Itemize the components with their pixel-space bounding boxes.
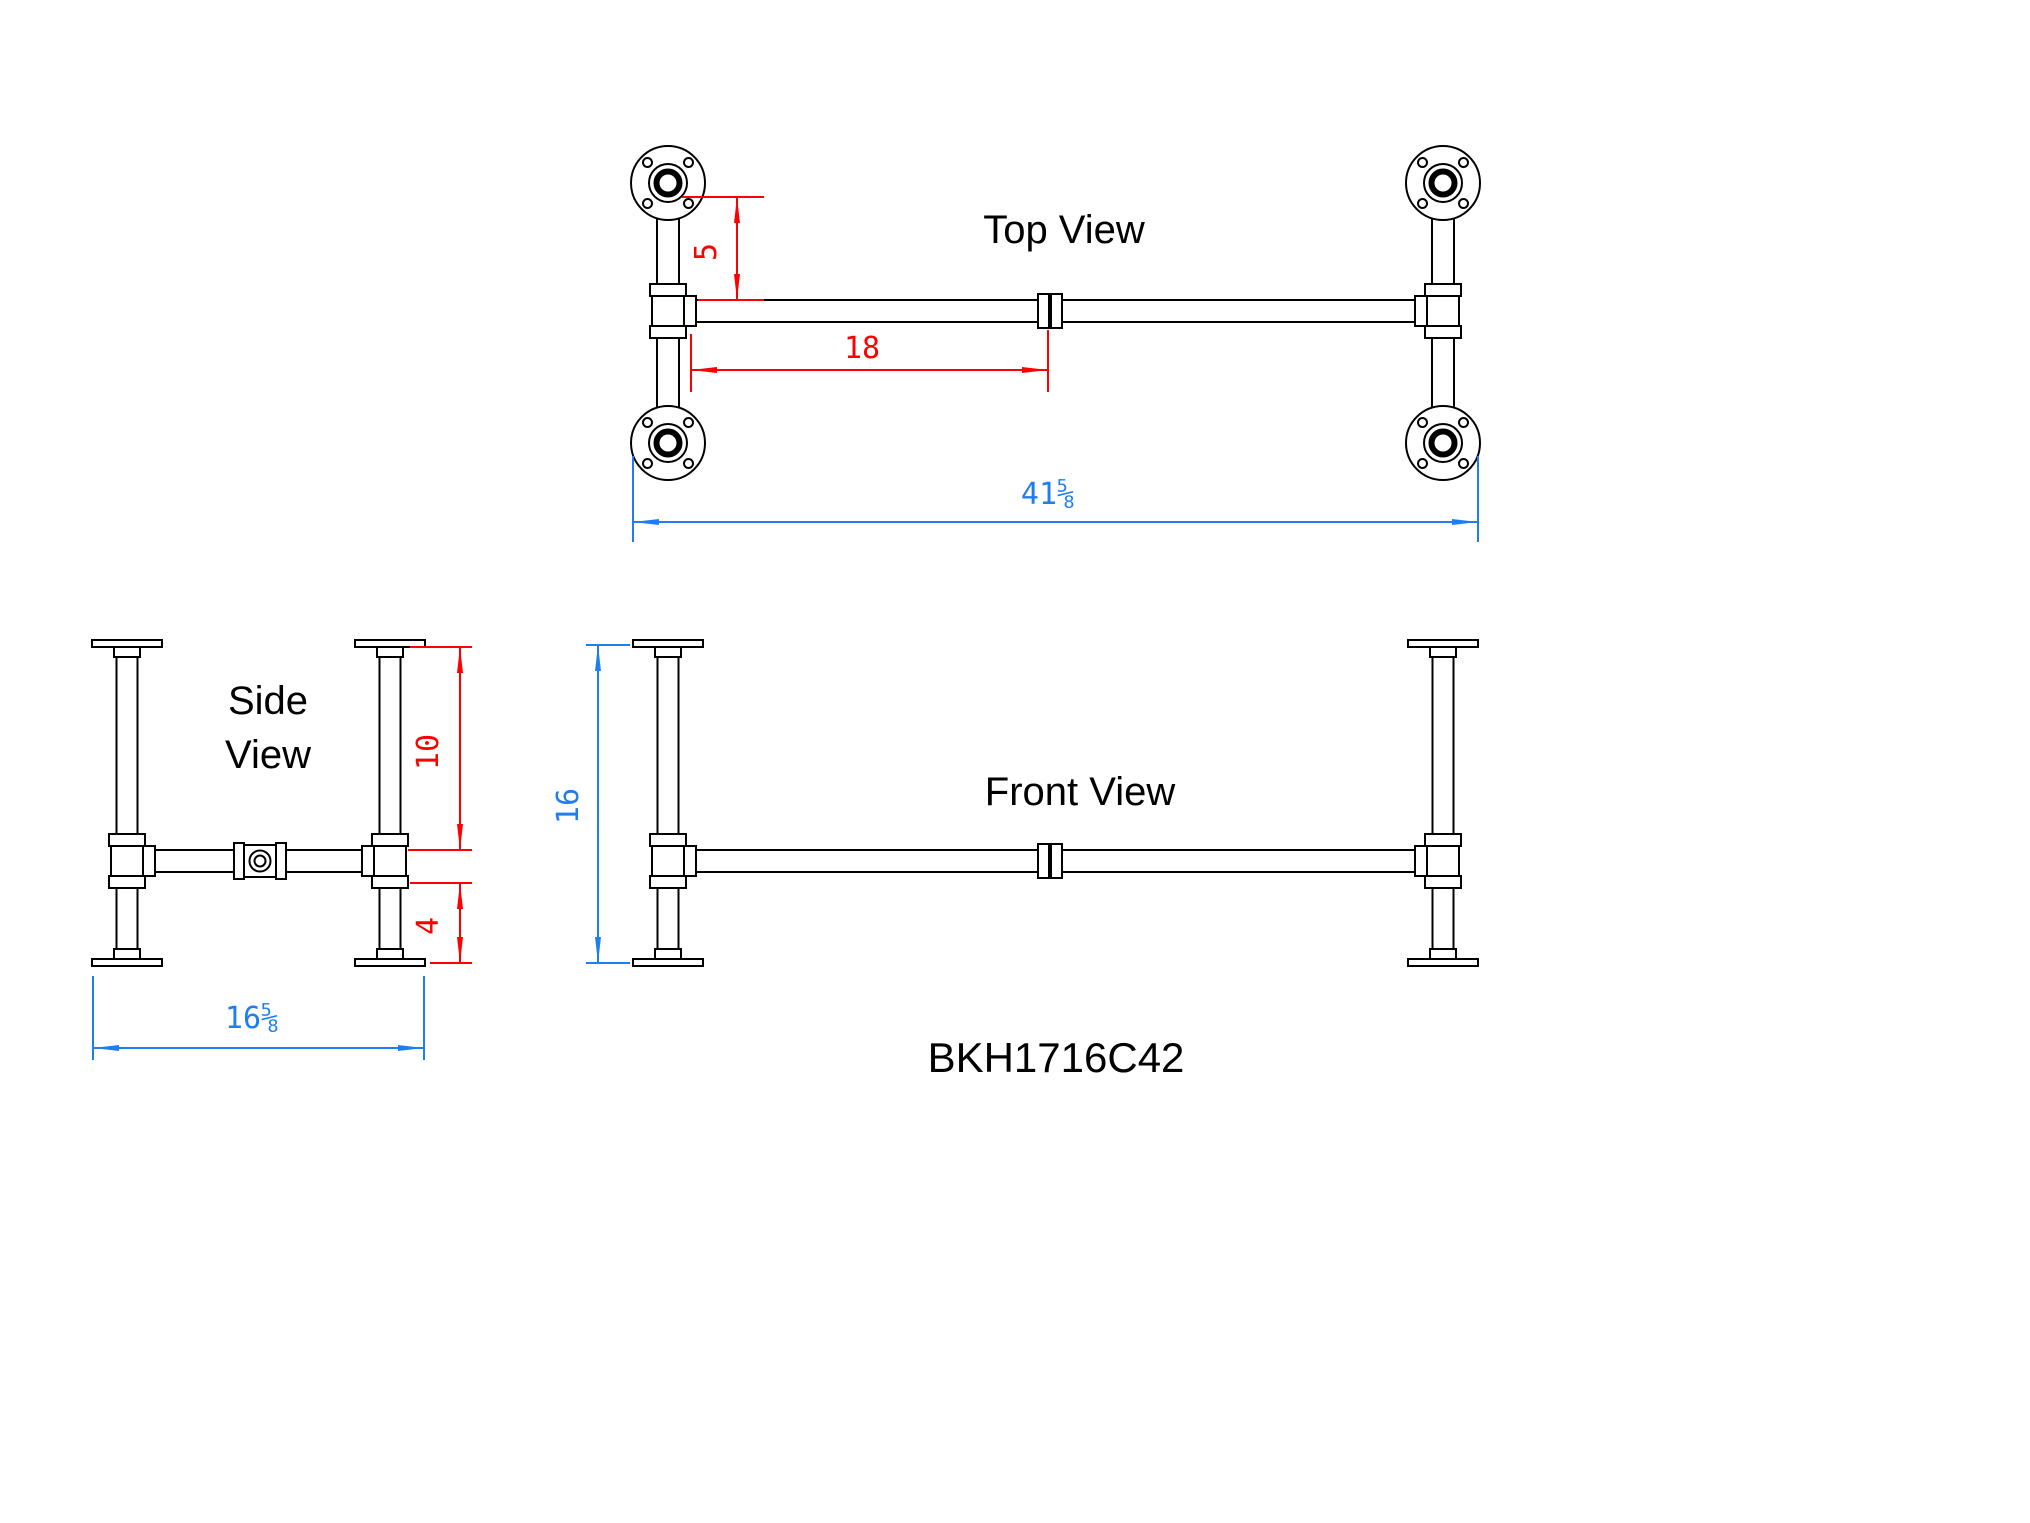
tee-fitting-left [649, 833, 697, 889]
dimension-side-crossbar-to-floor: 4 [410, 882, 472, 964]
top-view: Top View 5 18 41⅝ [631, 146, 1480, 542]
tee-fitting-right [1414, 833, 1462, 889]
side-view-label-line1: Side [228, 679, 308, 723]
center-outlet-fitting [233, 842, 287, 880]
floor-flange-bottom-left [631, 406, 705, 480]
top-view-leg-pipe-left-upper [656, 214, 680, 284]
front-view: Front View 16 [551, 639, 1479, 967]
side-view-leg-left [91, 639, 163, 967]
tee-fitting-right [361, 833, 409, 889]
side-view: Side View 10 4 16⅝ [91, 639, 472, 1060]
top-view-leg-pipe-left-lower [656, 338, 680, 410]
product-code: BKH1716C42 [928, 1034, 1185, 1081]
top-view-leg-pipe-right-lower [1431, 338, 1455, 410]
dimension-value: 16 [551, 788, 586, 824]
front-view-leg-right [1407, 639, 1479, 967]
floor-flange-bottom-right [1406, 406, 1480, 480]
floor-flange-top-right [1406, 146, 1480, 220]
floor-flange-top-left [631, 146, 705, 220]
pipe-coupling-center [1037, 843, 1063, 879]
front-view-label: Front View [985, 770, 1176, 814]
dimension-top-leg-to-center: 18 [690, 330, 1049, 392]
dimension-value: 10 [411, 734, 446, 770]
top-view-label: Top View [983, 208, 1145, 252]
dimension-front-overall-height: 16 [551, 644, 630, 964]
top-view-leg-pipe-right-upper [1431, 214, 1455, 284]
dimension-top-flange-offset: 5 [682, 196, 764, 301]
side-view-label-line2: View [225, 733, 311, 777]
tee-fitting-left [649, 283, 697, 339]
dimension-value: 18 [844, 331, 880, 366]
dimension-top-overall-width: 41⅝ [632, 456, 1479, 542]
front-view-leg-left [632, 639, 704, 967]
pipe-coupling-center [1037, 293, 1063, 329]
dimension-value: 41⅝ [1021, 477, 1075, 512]
tee-fitting-left [108, 833, 156, 889]
dimension-value: 5 [689, 243, 724, 261]
tee-fitting-right [1414, 283, 1462, 339]
dimension-side-top-to-crossbar: 10 [408, 646, 472, 851]
dimension-side-overall-depth: 16⅝ [92, 976, 425, 1060]
dimension-value: 16⅝ [225, 1001, 279, 1036]
dimension-value: 4 [411, 917, 446, 935]
